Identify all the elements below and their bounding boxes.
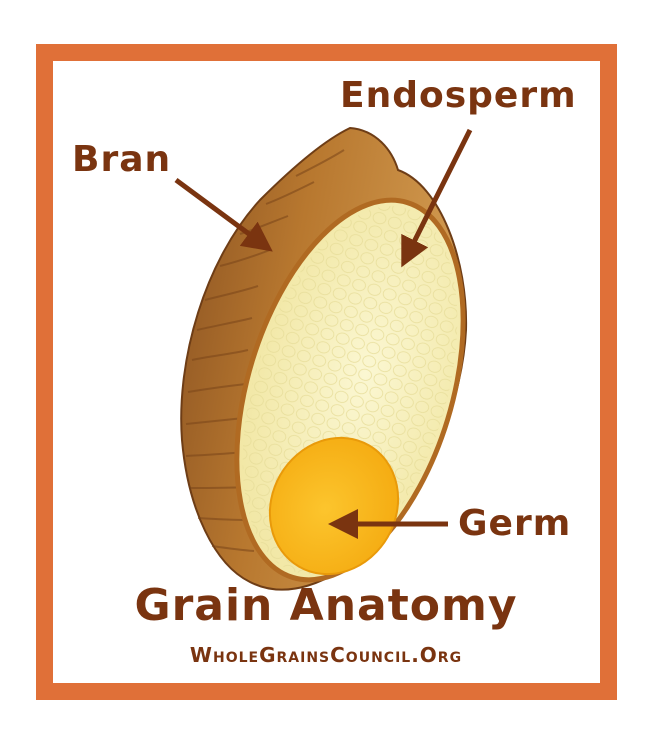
endosperm-label: Endosperm — [340, 75, 577, 116]
bran-label: Bran — [72, 139, 172, 180]
germ-label: Germ — [458, 503, 572, 544]
website-credit: WholeGrainsCouncil.Org — [189, 643, 463, 667]
bran-arrow — [174, 177, 273, 252]
diagram-title: Grain Anatomy — [134, 580, 518, 631]
endosperm-arrow — [401, 128, 473, 268]
germ-embryo — [268, 436, 400, 576]
